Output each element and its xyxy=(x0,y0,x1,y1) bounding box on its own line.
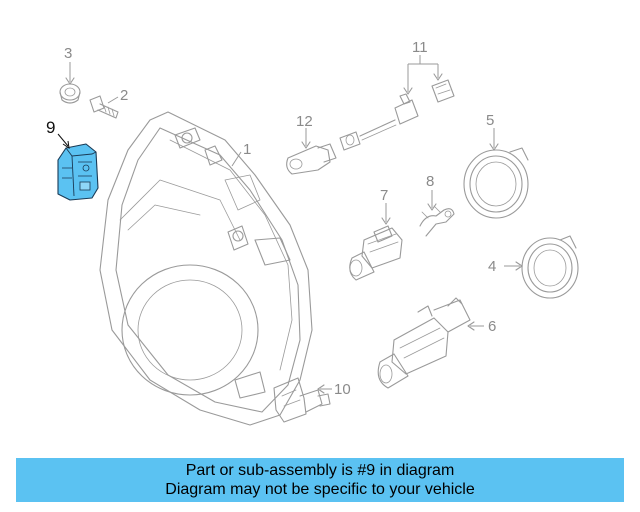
part-3-grommet[interactable] xyxy=(59,83,81,104)
callout-10: 10 xyxy=(334,381,351,398)
part-2-screw[interactable] xyxy=(89,95,119,119)
callout-4: 4 xyxy=(488,258,496,275)
callout-6: 6 xyxy=(488,318,496,335)
callout-8: 8 xyxy=(426,173,434,190)
callout-11: 11 xyxy=(412,39,428,56)
callout-5: 5 xyxy=(486,112,494,129)
part-8-spring-clip[interactable] xyxy=(419,205,455,237)
part-12-side-bulb[interactable] xyxy=(286,143,337,175)
callout-3: 3 xyxy=(64,45,72,62)
part-4-bulb-ring[interactable] xyxy=(521,235,579,299)
part-10-bulb-socket[interactable] xyxy=(273,377,331,423)
callout-12: 12 xyxy=(296,113,313,130)
banner-line-1: Part or sub-assembly is #9 in diagram xyxy=(185,462,455,479)
callout-9: 9 xyxy=(46,118,55,137)
part-7-headlamp-bulb[interactable] xyxy=(349,225,403,281)
callout-2: 2 xyxy=(120,87,128,104)
info-banner: Part or sub-assembly is #9 in diagram Di… xyxy=(16,458,624,502)
part-9-leveling-module[interactable] xyxy=(57,143,99,201)
callout-1: 1 xyxy=(243,141,251,158)
callout-7: 7 xyxy=(380,187,388,204)
part-11-wiring-harness[interactable] xyxy=(339,79,455,151)
part-6-h4-bulb[interactable] xyxy=(377,297,471,389)
part-1-headlamp-housing[interactable] xyxy=(99,111,313,426)
banner-line-2: Diagram may not be specific to your vehi… xyxy=(165,481,475,498)
part-5-retaining-ring[interactable] xyxy=(463,147,529,219)
parts-diagram: 1 2 3 9 11 xyxy=(46,39,579,426)
